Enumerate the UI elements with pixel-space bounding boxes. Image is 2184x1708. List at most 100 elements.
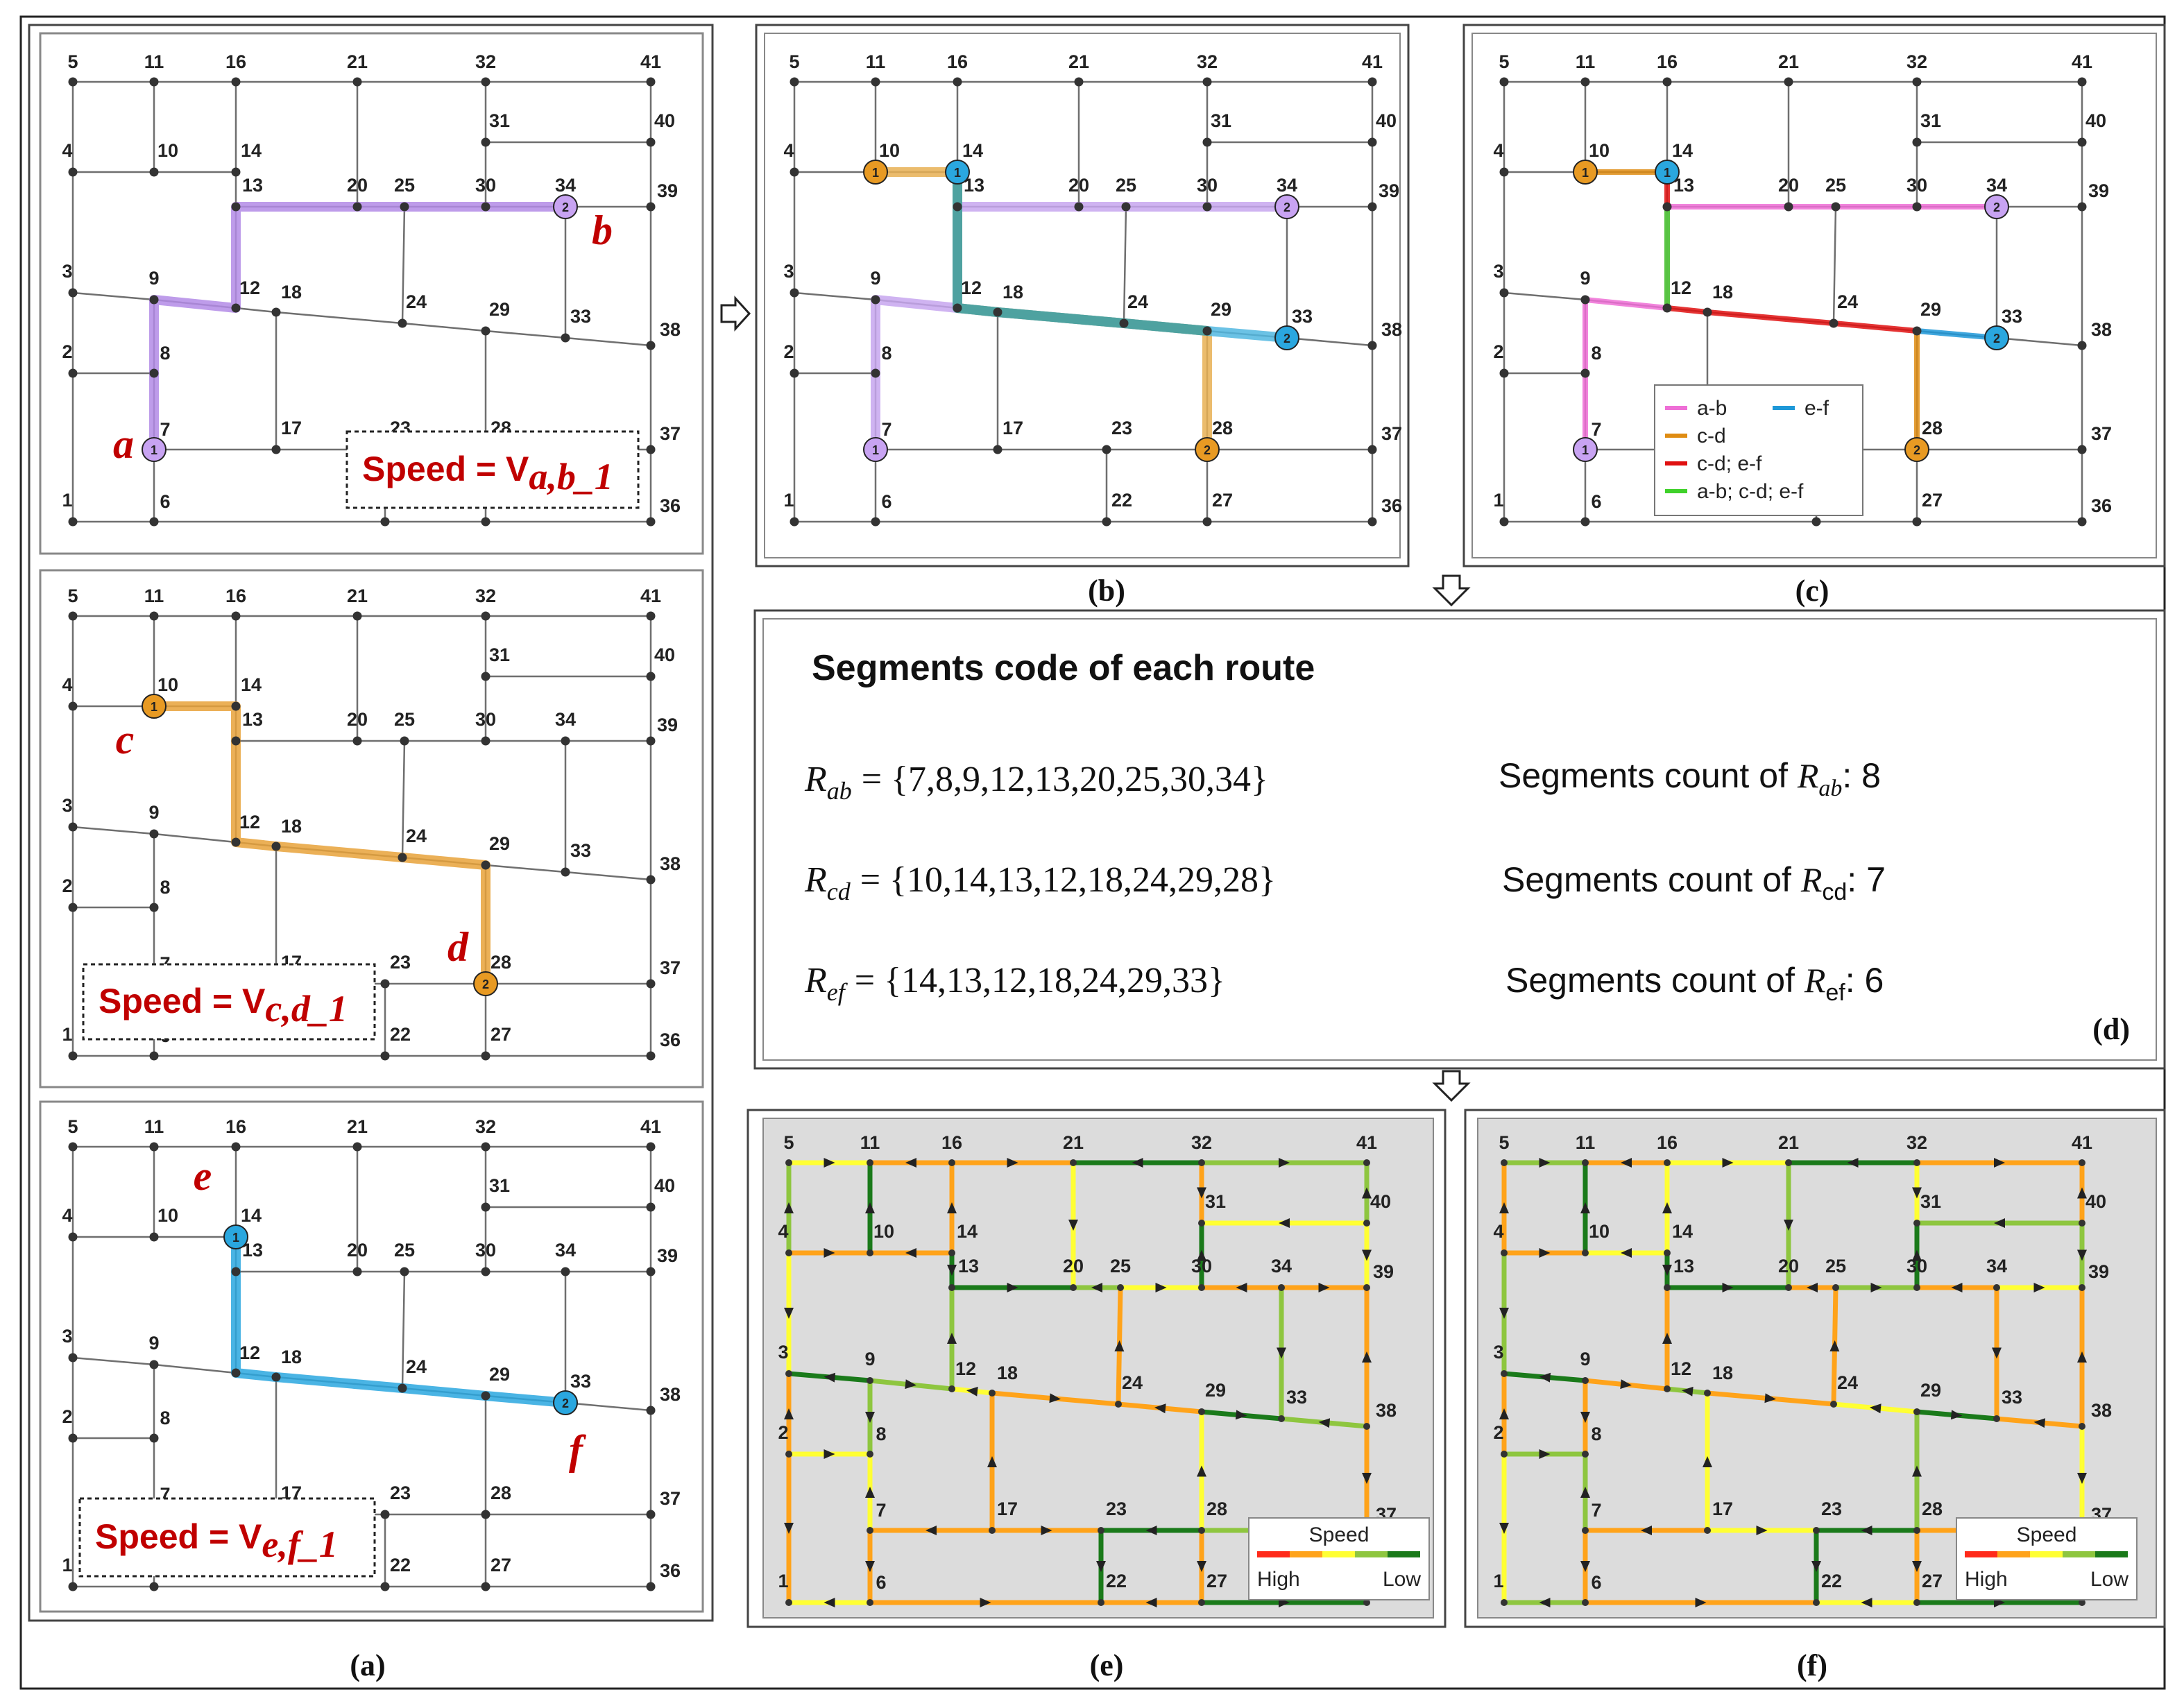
speed-legend-box xyxy=(1956,1517,2138,1600)
node-12 xyxy=(953,303,962,313)
node-label: 20 xyxy=(1068,175,1089,196)
count-label: Segments count of xyxy=(1499,756,1798,795)
node-label: 21 xyxy=(347,1116,368,1137)
node-6 xyxy=(871,517,880,527)
direction-arrow-icon xyxy=(1951,1283,1963,1292)
node-6 xyxy=(867,1599,873,1606)
node-21 xyxy=(1785,1159,1792,1166)
node-label: 29 xyxy=(1920,1380,1941,1401)
node-39 xyxy=(646,736,656,746)
node-label: 30 xyxy=(1191,1256,1212,1276)
node-24 xyxy=(1119,318,1129,328)
node-20 xyxy=(1074,202,1084,212)
speed-color-swatch xyxy=(1997,1551,2030,1557)
node-30 xyxy=(481,1267,490,1276)
direction-arrow-icon xyxy=(1049,1393,1061,1403)
route-c-d xyxy=(149,701,490,989)
node-9 xyxy=(867,1377,873,1384)
node-16 xyxy=(948,1159,955,1166)
end-marker-ab-label: 2 xyxy=(1993,200,2000,214)
road-segment xyxy=(1503,291,1587,301)
legend-label: a-b xyxy=(1697,397,1727,420)
node-24 xyxy=(398,853,407,862)
node-label: 6 xyxy=(876,1572,886,1593)
node-label: 40 xyxy=(1370,1191,1391,1212)
node-41 xyxy=(2077,77,2087,87)
node-label: 36 xyxy=(660,495,681,516)
panel-c-frame xyxy=(1462,24,2166,567)
direction-arrow-icon xyxy=(824,1372,836,1383)
node-32 xyxy=(481,611,490,621)
start-marker-ab-label: 1 xyxy=(1582,443,1589,457)
direction-arrow-icon xyxy=(1861,1598,1872,1607)
node-22 xyxy=(380,1582,390,1591)
direction-arrow-icon xyxy=(2077,1351,2087,1363)
node-label: 4 xyxy=(778,1221,788,1242)
direction-arrow-icon xyxy=(1197,1465,1206,1477)
node-32 xyxy=(481,77,490,87)
node-25 xyxy=(400,736,409,746)
direction-arrow-icon xyxy=(1318,1283,1330,1292)
road-segment xyxy=(564,1401,652,1412)
node-label: 33 xyxy=(2002,306,2022,327)
node-label: 27 xyxy=(490,1024,511,1045)
node-label: 24 xyxy=(406,1356,427,1377)
node-12 xyxy=(1662,303,1672,313)
node-34 xyxy=(1278,1284,1285,1291)
node-label: 3 xyxy=(1493,1342,1503,1363)
start-marker xyxy=(142,694,167,719)
direction-arrow-icon xyxy=(1912,1465,1922,1477)
node-11 xyxy=(149,611,159,621)
node-31 xyxy=(481,1202,490,1212)
road-segment xyxy=(1995,336,2083,347)
network-a2: 1234567891011121314161718202122232425272… xyxy=(62,586,681,1061)
node-27 xyxy=(1202,517,1212,527)
svg-text:Segments count of Ref: 6: Segments count of Ref: 6 xyxy=(1505,961,1884,1006)
endpoint-f-label: f xyxy=(569,1427,586,1473)
direction-arrow-icon xyxy=(1499,1523,1509,1534)
network-e: 1234567891011121314161718202122232425272… xyxy=(778,1132,1397,1607)
node-32 xyxy=(1198,1159,1205,1166)
node-label: 17 xyxy=(1003,418,1023,438)
node-25 xyxy=(400,1267,409,1276)
node-label: 29 xyxy=(489,299,510,320)
road-segment xyxy=(401,740,406,859)
node-28 xyxy=(1913,1527,1920,1534)
road-segment xyxy=(484,864,567,873)
node-label: 1 xyxy=(62,1024,72,1045)
node-label: 16 xyxy=(941,1132,962,1153)
node-33 xyxy=(561,333,570,343)
node-label: 12 xyxy=(1671,1358,1691,1379)
node-27 xyxy=(1913,1599,1920,1606)
direction-arrow-icon xyxy=(1756,1526,1768,1535)
node-label: 38 xyxy=(660,853,681,874)
node-label: 17 xyxy=(997,1498,1018,1519)
speed-legend-low: Low xyxy=(2090,1568,2128,1591)
node-label: 37 xyxy=(660,957,681,978)
node-label: 14 xyxy=(1672,1221,1693,1242)
direction-arrow-icon xyxy=(905,1248,916,1258)
node-label: 32 xyxy=(1906,1132,1927,1153)
node-5 xyxy=(1499,77,1509,87)
caption-e: (e) xyxy=(1090,1648,1124,1682)
node-label: 11 xyxy=(144,586,164,606)
direction-arrow-icon xyxy=(865,1487,875,1498)
node-7 xyxy=(867,1527,873,1534)
node-1 xyxy=(1499,517,1509,527)
node-20 xyxy=(352,1267,362,1276)
node-label: 40 xyxy=(1376,110,1397,131)
node-20 xyxy=(352,736,362,746)
node-16 xyxy=(231,1142,241,1152)
node-17 xyxy=(271,445,281,454)
node-label: 38 xyxy=(2091,319,2112,340)
node-8 xyxy=(149,1433,159,1443)
node-label: 37 xyxy=(660,1488,681,1509)
direction-arrow-icon xyxy=(1580,1412,1590,1423)
node-label: 1 xyxy=(1493,490,1503,511)
node-13 xyxy=(231,202,241,212)
direction-arrow-icon xyxy=(1811,1561,1821,1572)
direction-arrow-icon xyxy=(1580,1487,1590,1498)
node-label: 28 xyxy=(1922,1498,1943,1519)
node-8 xyxy=(1580,368,1590,378)
node-17 xyxy=(1704,1527,1711,1534)
